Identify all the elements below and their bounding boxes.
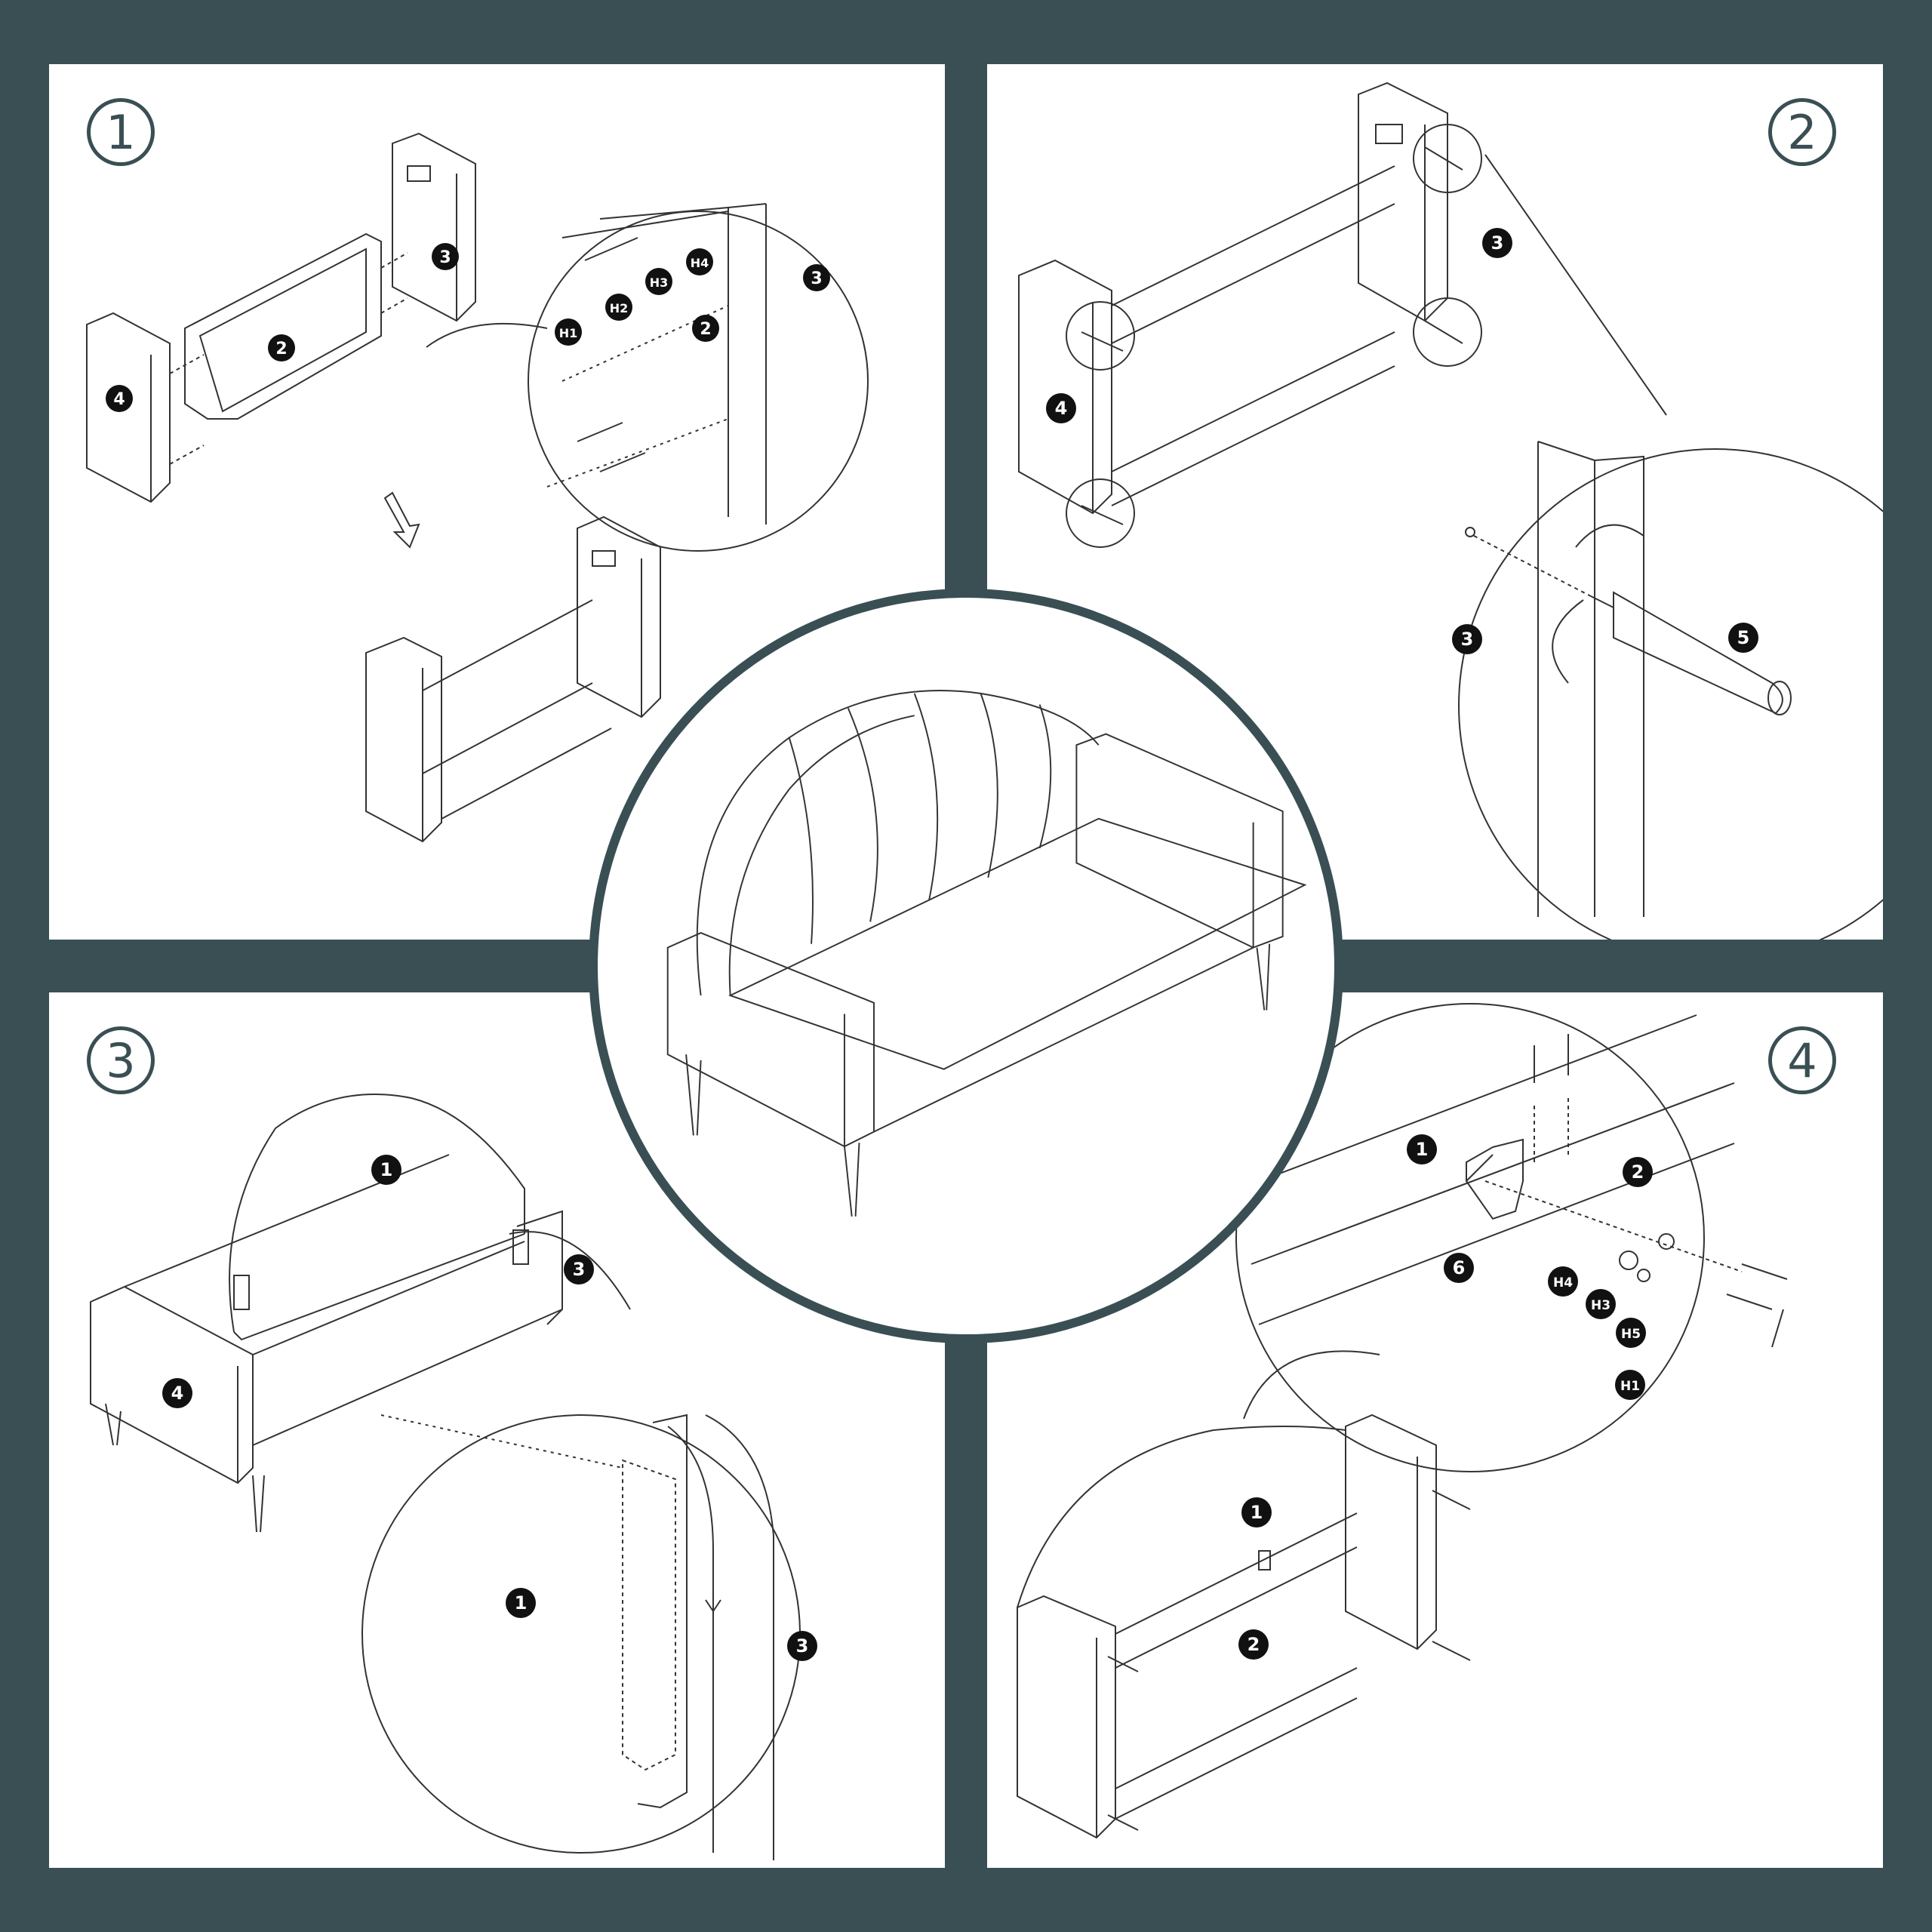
svg-text:4: 4: [171, 1383, 184, 1404]
svg-text:3: 3: [811, 269, 822, 288]
svg-text:1: 1: [515, 1592, 528, 1614]
finished-loveseat-illustration: [666, 690, 1307, 1217]
svg-text:2: 2: [275, 340, 287, 358]
step-1-illustration: 2 4 3 3 2 H1 H2 H3 H4: [86, 132, 869, 843]
svg-text:H4: H4: [1553, 1275, 1573, 1291]
step-2-illustration: 4 3 3 5: [1018, 82, 1883, 940]
svg-text:H5: H5: [1621, 1327, 1641, 1342]
svg-text:H1: H1: [1620, 1379, 1640, 1394]
svg-text:2: 2: [700, 320, 711, 339]
svg-text:H3: H3: [1591, 1298, 1611, 1313]
step-3-number: 3: [106, 1032, 136, 1088]
svg-text:3: 3: [1461, 629, 1474, 650]
step-1-panel: 1: [49, 64, 945, 940]
svg-text:2: 2: [1247, 1634, 1260, 1655]
svg-text:2: 2: [1632, 1161, 1644, 1183]
step-1-number: 1: [106, 104, 136, 160]
svg-text:H1: H1: [559, 326, 578, 340]
step-4-number: 4: [1787, 1032, 1817, 1088]
svg-text:3: 3: [573, 1259, 586, 1280]
svg-text:4: 4: [1055, 398, 1068, 419]
svg-text:1: 1: [380, 1159, 393, 1180]
svg-text:H3: H3: [650, 275, 669, 290]
step-2-badge: 2: [1768, 98, 1836, 166]
svg-text:3: 3: [796, 1635, 809, 1657]
step-4-badge: 4: [1768, 1026, 1836, 1094]
svg-text:3: 3: [1491, 232, 1504, 254]
svg-text:6: 6: [1453, 1257, 1466, 1278]
svg-text:5: 5: [1737, 627, 1750, 648]
svg-text:3: 3: [439, 248, 451, 267]
step-3-badge: 3: [87, 1026, 155, 1094]
finished-product-disc: [589, 589, 1343, 1343]
step-2-number: 2: [1787, 104, 1817, 160]
step-4-illustration: 1 2 6 H4 H3 H5 H1 1 2: [1017, 1003, 1788, 1839]
svg-text:H2: H2: [610, 301, 629, 315]
step-3-illustration: 1 3 4 1 3: [90, 1094, 817, 1860]
step-1-badge: 1: [87, 98, 155, 166]
svg-text:1: 1: [1251, 1502, 1263, 1523]
svg-text:H4: H4: [691, 256, 709, 270]
svg-text:4: 4: [113, 390, 125, 409]
svg-text:1: 1: [1416, 1139, 1429, 1160]
